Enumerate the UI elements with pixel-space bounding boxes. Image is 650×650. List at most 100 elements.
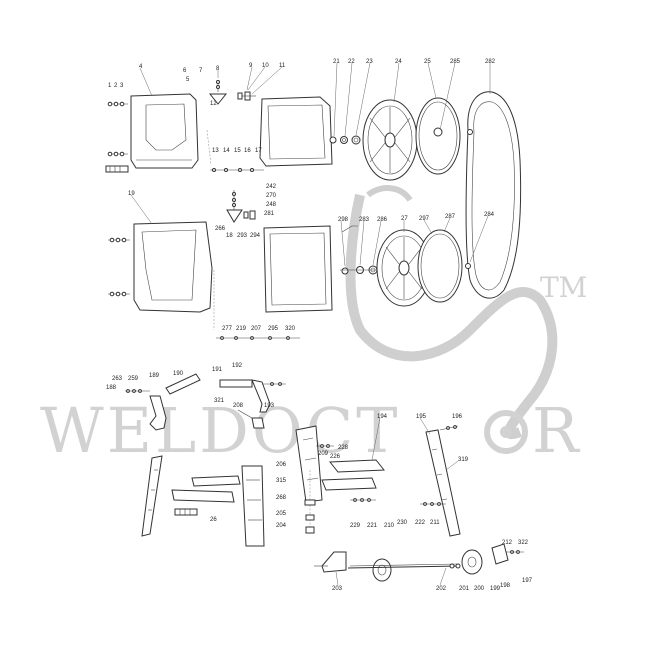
label-268: 268: [276, 495, 287, 501]
label-203: 203: [332, 586, 343, 592]
label-210: 210: [384, 523, 395, 529]
label-12: 12: [210, 101, 217, 107]
part-labels: 1 2 3 4 5 6 7 8 9 10 11 12 13 14 15 16 1…: [106, 59, 533, 592]
label-189: 189: [149, 373, 160, 379]
crossbar-lower-right: [321, 477, 377, 491]
label-228: 228: [338, 445, 349, 451]
bracket-192: [251, 379, 271, 413]
label-281: 281: [264, 211, 275, 217]
label-194: 194: [377, 414, 388, 420]
label-23: 23: [366, 59, 373, 65]
label-222: 222: [415, 520, 426, 526]
watermark-target-center-icon: [500, 426, 512, 438]
label-277: 277: [222, 326, 233, 332]
label-22: 22: [348, 59, 355, 65]
axle-202: [347, 565, 461, 569]
label-322: 322: [518, 540, 529, 546]
lower-housing-group: [108, 190, 333, 340]
label-197: 197: [522, 578, 533, 584]
label-188: 188: [106, 385, 117, 391]
label-230: 230: [397, 520, 408, 526]
leg-right: [425, 429, 461, 537]
label-282: 282: [485, 59, 496, 65]
label-18: 18: [226, 233, 233, 239]
stand-group: [125, 373, 461, 547]
label-191: 191: [212, 367, 223, 373]
label-195: 195: [416, 414, 427, 420]
leg-left: [141, 455, 163, 537]
vent-grille: [105, 165, 129, 173]
label-293: 293: [237, 233, 248, 239]
leg-center: [241, 465, 265, 547]
label-206: 206: [276, 462, 287, 468]
label-285: 285: [450, 59, 461, 65]
label-15: 15: [234, 148, 241, 154]
label-319: 319: [458, 457, 469, 463]
label-315: 315: [276, 478, 287, 484]
watermark-brand-end-text: R: [532, 394, 581, 467]
label-196: 196: [452, 414, 463, 420]
label-17: 17: [255, 148, 262, 154]
label-294: 294: [250, 233, 261, 239]
label-193: 193: [264, 403, 275, 409]
label-16: 16: [244, 148, 251, 154]
label-320: 320: [285, 326, 296, 332]
label-200: 200: [474, 586, 485, 592]
crossbar-upper-right: [328, 459, 386, 473]
label-6: 6: [183, 68, 187, 74]
label-192: 192: [232, 363, 243, 369]
label-11: 11: [279, 63, 286, 69]
label-19: 19: [128, 191, 135, 197]
upper-cover-window: [145, 103, 187, 151]
screw-set-left-bottom: [108, 237, 130, 297]
label-221: 221: [367, 523, 378, 529]
vent-grille-26: [174, 508, 198, 516]
tube-190: [165, 373, 201, 395]
leader-lines: [130, 62, 491, 586]
label-259: 259: [128, 376, 139, 382]
label-286: 286: [377, 217, 388, 223]
label-25: 25: [424, 59, 431, 65]
label-283: 283: [359, 217, 370, 223]
upper-door-frame: [259, 96, 333, 167]
screw-set-left-top: [107, 101, 128, 157]
label-284: 284: [484, 212, 495, 218]
label-201: 201: [459, 586, 470, 592]
lower-tire-287: [417, 229, 463, 303]
label-24: 24: [395, 59, 402, 65]
label-263: 263: [112, 376, 123, 382]
label-242: 242: [266, 184, 277, 190]
label-5: 5: [186, 77, 190, 83]
lower-door-frame: [263, 225, 333, 313]
label-4: 4: [139, 64, 143, 70]
axle-bracket-203: [321, 551, 347, 573]
label-205: 205: [276, 511, 287, 517]
label-226: 226: [330, 454, 341, 460]
caster-wheel-left: [372, 558, 392, 582]
label-248: 248: [266, 202, 277, 208]
tube-191: [219, 379, 253, 388]
upper-housing-group: [105, 80, 333, 173]
label-297: 297: [419, 216, 430, 222]
label-199: 199: [490, 586, 501, 592]
label-26: 26: [210, 517, 217, 523]
label-270: 270: [266, 193, 277, 199]
axle-bracket-198: [491, 543, 509, 565]
label-13: 13: [212, 148, 219, 154]
wheel-assembly: [329, 91, 522, 307]
label-295: 295: [268, 326, 279, 332]
label-2: 2: [114, 83, 118, 89]
label-208: 208: [233, 403, 244, 409]
tension-bracket-18: [226, 209, 243, 223]
label-9: 9: [249, 63, 253, 69]
leg-193: [295, 425, 323, 503]
watermark-trademark-text: TM: [540, 271, 587, 304]
label-266: 266: [215, 226, 226, 232]
watermark-stethoscope-tube: [366, 185, 413, 202]
crossbar-upper-left: [191, 475, 241, 487]
watermark-target-icon: [484, 410, 528, 454]
label-202: 202: [436, 586, 447, 592]
bracket-189: [149, 395, 167, 431]
watermark-stethoscope-cord: [345, 193, 558, 440]
